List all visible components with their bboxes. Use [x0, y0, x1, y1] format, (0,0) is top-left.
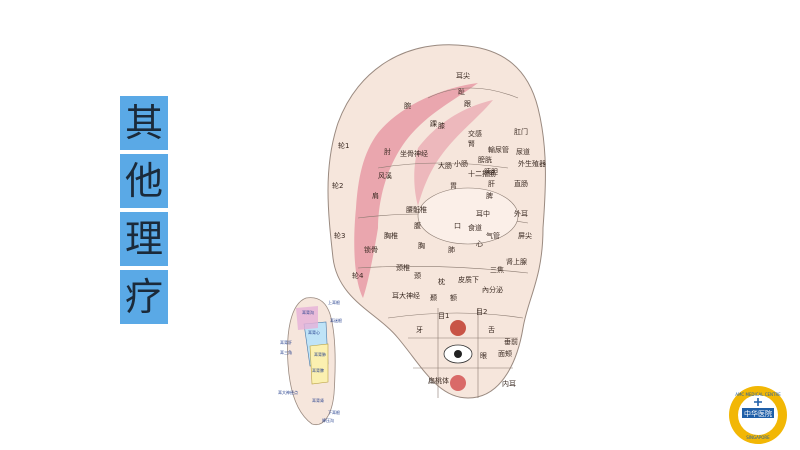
ear-label: 腰骶椎	[406, 205, 427, 214]
ear-label: 跟	[464, 100, 471, 108]
ear-label: 舌	[488, 325, 495, 334]
ear-label: 耳大神经	[392, 291, 420, 300]
ear-label: 心	[476, 240, 483, 248]
back-label: 耳背肾	[312, 397, 324, 403]
back-label: 耳背沟	[302, 309, 314, 315]
ear-label: 三焦	[490, 265, 504, 274]
ear-label: 枕	[438, 277, 445, 286]
ear-label: 大肠	[438, 161, 452, 170]
back-ear-labels: 上耳根 耳迷根 耳背沟 耳背心 耳背肺 耳背脾 耳背肝 耳背肾 下耳根 耳三角 …	[278, 299, 342, 423]
ear-label: 目2	[476, 308, 487, 316]
ear-label: 颞	[430, 294, 437, 302]
slide-title: 其 他 理 疗	[120, 96, 168, 324]
ear-label: 趾	[458, 87, 465, 96]
ear-label: 内耳	[502, 379, 516, 388]
back-label: 耳三角	[280, 349, 292, 355]
ear-label: 牙	[416, 326, 423, 334]
title-char: 理	[120, 212, 168, 266]
ear-label: 皮质下	[458, 275, 479, 284]
ear-label: 腹	[414, 221, 421, 230]
ear-label: 腕	[404, 101, 411, 110]
ear-label: 颈椎	[396, 263, 410, 272]
ear-label: 脾	[486, 191, 493, 200]
ear-label: 肺	[448, 246, 455, 254]
tonsil-area	[450, 375, 466, 391]
ear-label: 胸椎	[384, 231, 398, 240]
back-zone-yellow	[309, 343, 329, 385]
ear-label: 小肠	[454, 159, 468, 168]
ear-label: 轮4	[352, 271, 364, 280]
ear-acupoint-chart: 耳尖 趾 跟 踝 腕 肘 膝 坐骨神经 交感 肛门 尿道 外生殖器 直肠 輸尿管…	[327, 44, 546, 399]
ear-label: 气管	[486, 231, 500, 240]
logo-text: 中华医院	[744, 409, 772, 418]
logo-ring-text: SINGAPORE	[746, 435, 770, 440]
ear-label: 肛门	[514, 127, 528, 136]
ear-label: 肩	[372, 191, 379, 200]
cavum-conchae	[417, 187, 519, 245]
ear-label: 膀胱	[478, 155, 492, 164]
ear-point-labels: 耳尖 趾 跟 踝 腕 肘 膝 坐骨神经 交感 肛门 尿道 外生殖器 直肠 輸尿管…	[332, 71, 546, 388]
back-label: 下耳根	[328, 409, 340, 415]
ear-label: 胃	[450, 182, 457, 190]
ear-label: 面颊	[498, 349, 512, 358]
back-zone-pink	[296, 306, 318, 330]
title-char: 他	[120, 154, 168, 208]
ear-label: 耳尖	[456, 71, 470, 80]
ear-label: 垂前	[504, 337, 518, 346]
title-char: 其	[120, 96, 168, 150]
ear-label: 胸	[418, 241, 425, 250]
back-label: 耳大神经点	[278, 389, 298, 395]
logo-ring-text: AMC MEDICAL CENTRE	[735, 392, 781, 397]
ear-label: 食道	[468, 223, 482, 232]
ear-label: 腎	[468, 139, 475, 148]
ear-label: 屏尖	[518, 231, 532, 240]
ear-label: 肘	[384, 147, 391, 156]
ear-label: 肾上腺	[506, 257, 527, 266]
ear-label: 风溪	[378, 171, 392, 180]
ear-label: 耳中	[476, 209, 490, 218]
ear-label: 踝	[430, 120, 437, 128]
back-label: 耳背脾	[312, 367, 324, 373]
ear-label: 眼	[480, 352, 487, 360]
ear-label: 內分泌	[482, 285, 503, 294]
back-label: 耳背心	[308, 329, 320, 335]
ear-label: 肝	[488, 180, 495, 188]
ear-label: 额	[450, 293, 457, 302]
helix-crus-band	[354, 83, 478, 298]
ear-label: 外耳	[514, 209, 528, 218]
ear-label: 交感	[468, 129, 482, 138]
ear-label: 锁骨	[364, 245, 378, 254]
ear-label: 目1	[438, 312, 449, 320]
cross-icon	[754, 398, 762, 406]
ear-label: 轮1	[338, 141, 349, 150]
back-label: 上耳根	[328, 299, 340, 305]
logo-banner	[742, 408, 774, 418]
ear-back-chart: 上耳根 耳迷根 耳背沟 耳背心 耳背肺 耳背脾 耳背肝 耳背肾 下耳根 耳三角 …	[278, 297, 342, 426]
ear-label: 颈	[414, 272, 421, 280]
back-label: 耳背肝	[280, 339, 292, 345]
tongue-area	[450, 320, 466, 336]
back-label: 耳背肺	[314, 351, 326, 357]
back-label: 耳迷根	[330, 317, 342, 323]
ear-label: 十二指肠	[468, 169, 496, 178]
ear-label: 直肠	[514, 179, 528, 188]
ear-label: 尿道	[516, 147, 530, 156]
ear-label: 膝	[438, 121, 445, 130]
ear-label: 輸尿管	[488, 145, 509, 154]
antihelix-band	[414, 100, 493, 206]
ear-label: 外生殖器	[518, 159, 546, 168]
hospital-logo: 中华医院 AMC MEDICAL CENTRE SINGAPORE	[729, 386, 787, 444]
ear-label: 轮2	[332, 181, 343, 190]
ear-label: 胰胆	[484, 167, 498, 176]
ear-label: 坐骨神经	[400, 149, 428, 158]
eye-pupil	[454, 350, 462, 358]
back-label: 降压沟	[322, 417, 334, 423]
title-char: 疗	[120, 270, 168, 324]
ear-label: 轮3	[334, 231, 345, 240]
ear-label: 扁桃体	[428, 376, 449, 385]
ear-label: 口	[454, 222, 461, 230]
